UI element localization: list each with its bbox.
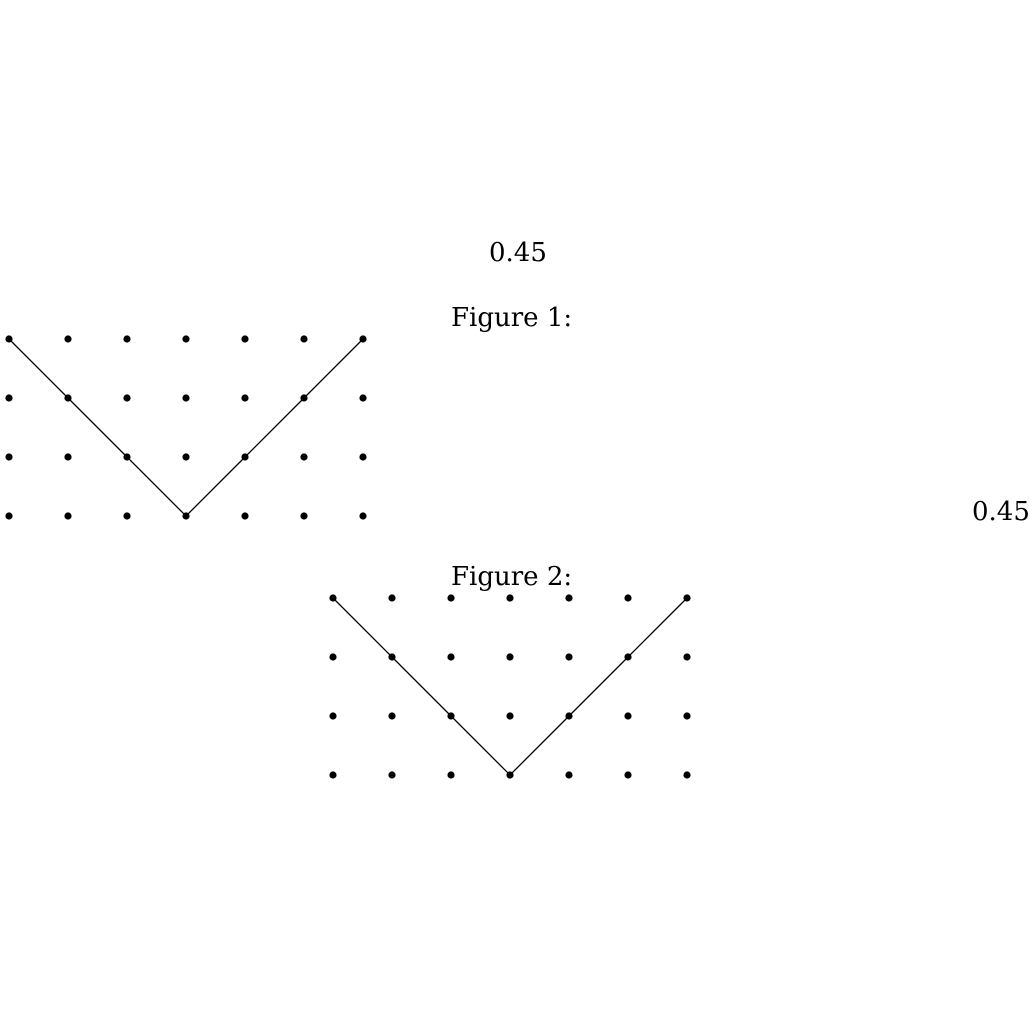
figure-2-dot: [683, 594, 691, 602]
figure-1-dot: [359, 453, 367, 461]
figure-1-dot: [182, 512, 190, 520]
figure-1-dot: [123, 335, 131, 343]
figure-1-dot: [241, 512, 249, 520]
figure-2-dot: [565, 653, 573, 661]
figure-1-dot: [64, 394, 72, 402]
figure-2-dot: [506, 653, 514, 661]
figure-1-dot: [241, 453, 249, 461]
figure-2-dot: [447, 712, 455, 720]
figure-2-dot: [506, 712, 514, 720]
figure-1-dot: [5, 512, 13, 520]
figure-1-v-path: [8, 338, 364, 517]
scale-label-top: 0.45: [489, 238, 547, 268]
figure-2-dot: [565, 712, 573, 720]
figure-1-dot: [5, 335, 13, 343]
figure-1-dot: [300, 394, 308, 402]
figure-2-dot-grid: [329, 594, 691, 779]
figure-2-dot: [624, 653, 632, 661]
figure-2-dot: [388, 653, 396, 661]
figure-1-dot: [241, 394, 249, 402]
figure-1-dot: [123, 512, 131, 520]
figure-2-dot: [388, 712, 396, 720]
figure-2-dot: [388, 771, 396, 779]
figure-1-dot: [300, 335, 308, 343]
figure-2-dot: [447, 594, 455, 602]
figure-2-dot: [447, 653, 455, 661]
figure-2-dot: [388, 594, 396, 602]
figure-1-dot: [359, 512, 367, 520]
figure-1-dot: [359, 335, 367, 343]
figure-2-dot: [329, 653, 337, 661]
figure-1-dot: [5, 453, 13, 461]
figure-1-dot-grid: [5, 335, 367, 520]
figure-1-dot: [123, 394, 131, 402]
figure-1-dot: [300, 512, 308, 520]
figure-1-dot: [182, 453, 190, 461]
figure-2-dot: [683, 653, 691, 661]
figure-2-dot: [624, 771, 632, 779]
figure-2-dot: [506, 771, 514, 779]
scale-label-right: 0.45: [972, 497, 1030, 527]
figure-1-dot: [182, 335, 190, 343]
figure-2-dot: [683, 712, 691, 720]
figure-2-dot: [447, 771, 455, 779]
figure-2-dot: [329, 771, 337, 779]
figure-2-dot: [329, 712, 337, 720]
figure-2-dot: [565, 771, 573, 779]
figure-1-dot: [182, 394, 190, 402]
figure-1-dot: [64, 453, 72, 461]
figure-1-dot: [64, 512, 72, 520]
figure-1-dot: [123, 453, 131, 461]
figure-1-caption: Figure 1:: [451, 303, 573, 333]
figure-2-v-path: [332, 597, 688, 776]
figure-2-dot: [506, 594, 514, 602]
figure-1-dot: [359, 394, 367, 402]
figure-1-dot: [5, 394, 13, 402]
figure-2-dot: [329, 594, 337, 602]
figure-2-dot: [624, 712, 632, 720]
figure-1-dot: [64, 335, 72, 343]
figure-1-dot: [241, 335, 249, 343]
figure-2-dot: [683, 771, 691, 779]
figure-2-caption: Figure 2:: [451, 562, 573, 592]
figure-2-dot: [565, 594, 573, 602]
figure-1-dot: [300, 453, 308, 461]
figure-2-dot: [624, 594, 632, 602]
